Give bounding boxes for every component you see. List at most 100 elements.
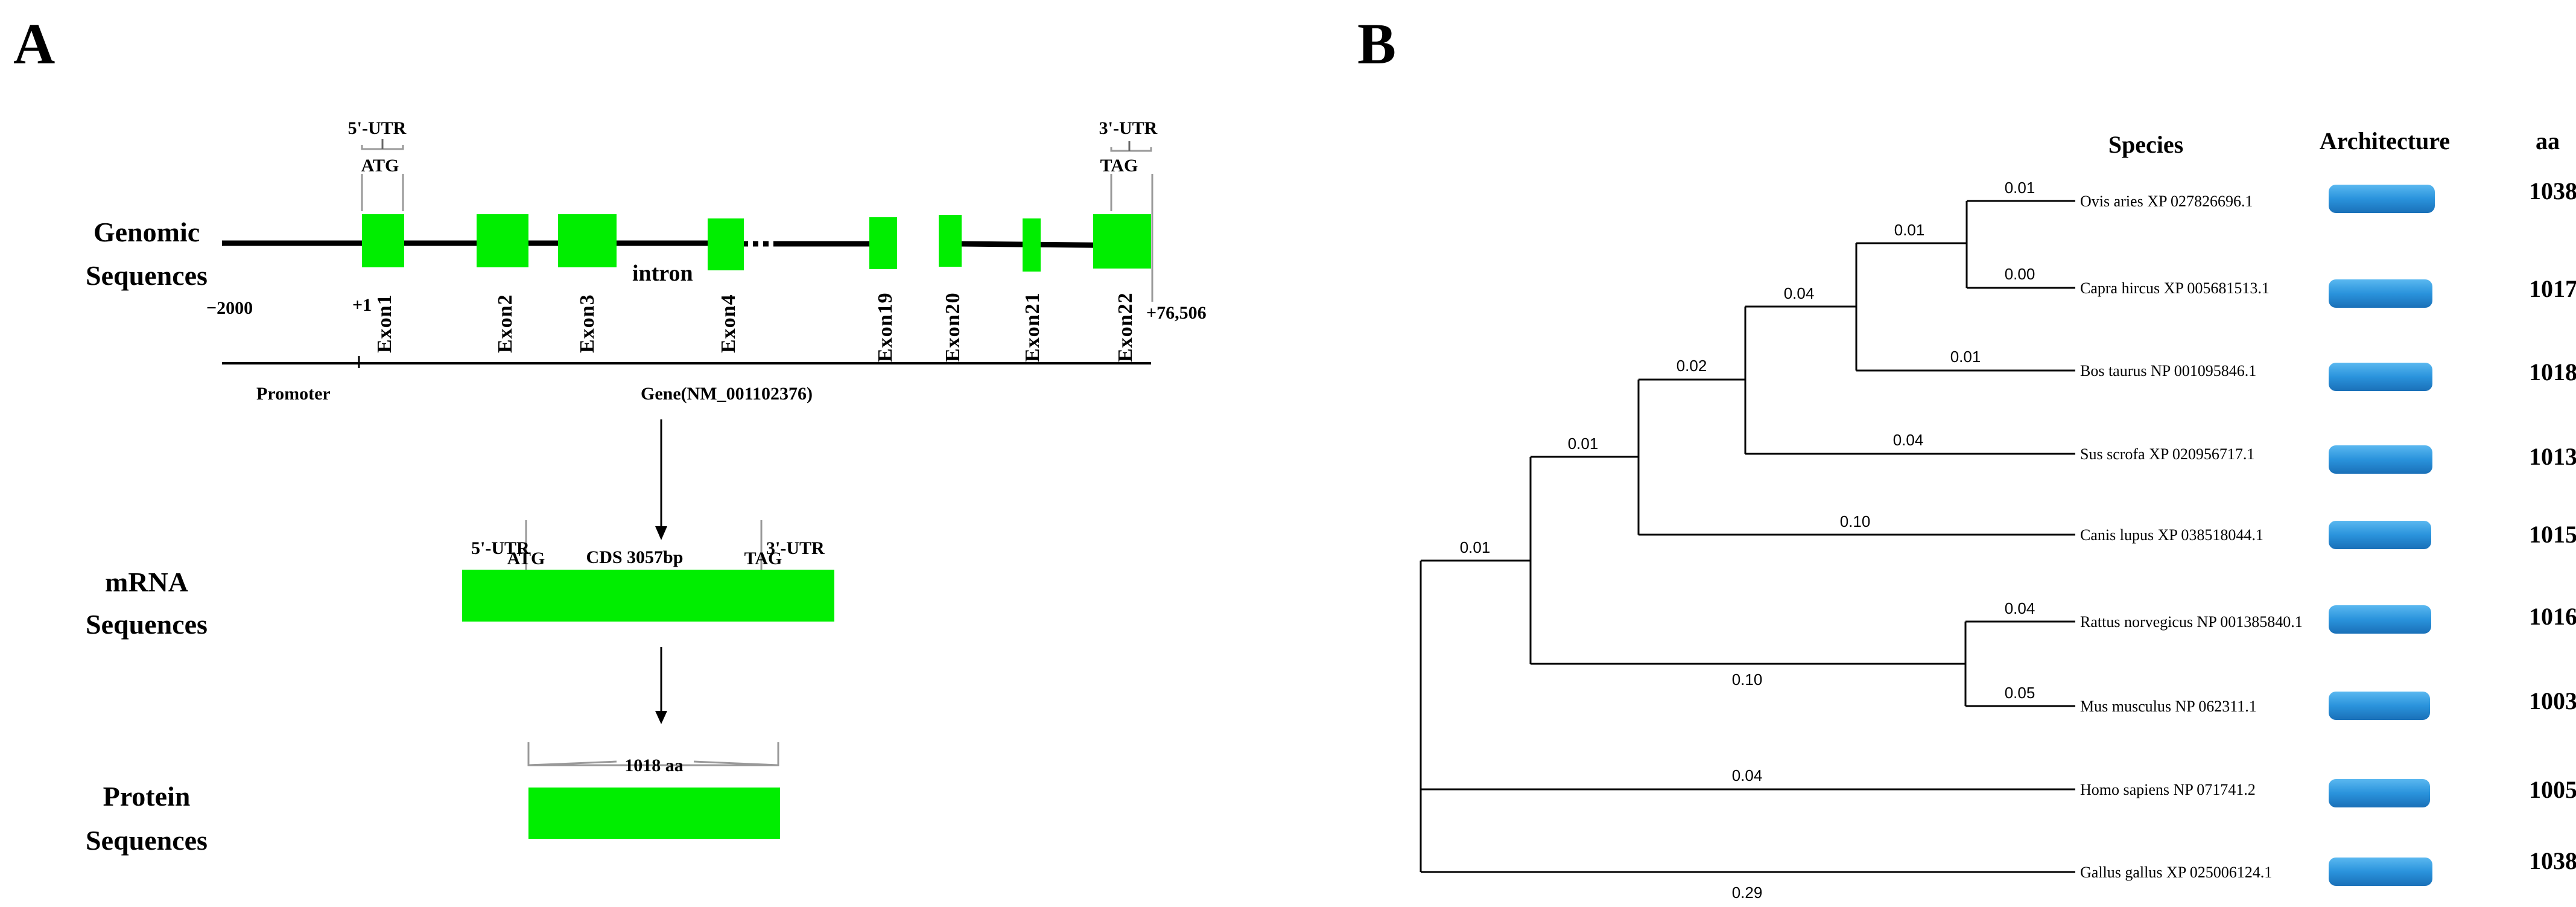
exon-label-20: Exon20: [942, 292, 964, 362]
mrna-atg-label: ATG: [507, 549, 545, 568]
protein-length-label: 1018 aa: [624, 756, 684, 775]
exon22-block: [1093, 214, 1151, 269]
exon21-block: [1023, 218, 1041, 272]
aa-capra: 1017: [2529, 275, 2576, 302]
species-canis: Canis lupus XP 038518044.1: [2080, 526, 2264, 544]
branch-homo: 0.04: [1732, 766, 1763, 784]
domain-sus: [2329, 445, 2432, 474]
species-homo: Homo sapiens NP 071741.2: [2080, 781, 2256, 798]
gene-scale: [222, 356, 1151, 368]
protein-bar: [528, 788, 780, 839]
branch-mammals: 0.01: [1460, 538, 1491, 556]
branch-sus: 0.04: [1893, 431, 1924, 449]
aa-header: aa: [2536, 127, 2560, 154]
species-mus: Mus musculus NP 062311.1: [2080, 698, 2257, 715]
domain-gallus: [2329, 858, 2432, 886]
aa-rattus: 1016: [2529, 603, 2576, 630]
genomic-label: Genomic Sequences: [86, 217, 208, 291]
exon3-block: [558, 214, 617, 267]
species-gallus: Gallus gallus XP 025006124.1: [2080, 864, 2272, 881]
promoter-label: Promoter: [256, 384, 331, 404]
species-ovis: Ovis aries XP 027826696.1: [2080, 193, 2253, 210]
aa-bos: 1018: [2529, 358, 2576, 386]
branch-laurasiatheria: 0.01: [1568, 434, 1599, 453]
mrna-utr3-label: 3'-UTR: [766, 538, 825, 558]
position-end: +76,506: [1146, 303, 1207, 323]
branch-artiodactyla: 0.02: [1677, 357, 1707, 375]
domain-capra: [2329, 279, 2432, 308]
aa-gallus: 1038: [2529, 847, 2576, 874]
exon4-block: [708, 218, 744, 270]
aa-canis: 1015: [2529, 521, 2576, 548]
panel-b-label: B: [1357, 11, 1396, 76]
branch-ovis-capra: 0.01: [1894, 221, 1925, 239]
phylo-tree: [1420, 200, 2075, 873]
branch-canis: 0.10: [1840, 512, 1871, 530]
arrow-mrna-to-protein: [655, 647, 667, 724]
branch-rodents: 0.10: [1732, 670, 1763, 689]
aa-mus: 1003: [2529, 687, 2576, 714]
mrna-label-line2: Sequences: [86, 609, 208, 640]
exon20-block: [939, 215, 962, 267]
branch-bos: 0.01: [1950, 348, 1981, 366]
exon-label-21: Exon21: [1021, 292, 1044, 362]
panel-a-label: A: [13, 11, 55, 76]
exon-label-2: Exon2: [494, 294, 516, 353]
species-header: Species: [2108, 131, 2183, 158]
domain-canis: [2329, 521, 2431, 549]
branch-bovids: 0.04: [1784, 284, 1815, 302]
arrow-gene-to-mrna: [655, 419, 667, 540]
exon-label-4: Exon4: [717, 294, 740, 353]
branch-gallus: 0.29: [1732, 883, 1763, 902]
architecture-bars: [2329, 185, 2435, 886]
branch-ovis: 0.01: [2005, 179, 2035, 197]
mrna-label: mRNA Sequences: [86, 567, 208, 640]
domain-bos: [2329, 363, 2432, 391]
branch-capra: 0.00: [2005, 265, 2035, 283]
aa-sus: 1013: [2529, 443, 2576, 470]
species-bos: Bos taurus NP 001095846.1: [2080, 362, 2256, 380]
domain-homo: [2329, 779, 2430, 807]
mrna-cds-label: CDS 3057bp: [586, 547, 684, 567]
position-start: −2000: [206, 298, 253, 318]
utr5-label: 5'-UTR: [348, 118, 407, 138]
exon19-block: [869, 217, 897, 269]
mrna-structure: [462, 520, 834, 622]
atg-label: ATG: [361, 156, 399, 176]
aa-homo: 1005: [2529, 776, 2576, 803]
protein-structure: [527, 742, 780, 839]
domain-rattus: [2329, 605, 2431, 634]
genomic-backbone: [222, 240, 1147, 249]
exon-label-19: Exon19: [874, 292, 896, 362]
intron-label: intron: [632, 261, 693, 286]
species-sus: Sus scrofa XP 020956717.1: [2080, 445, 2254, 463]
species-rattus: Rattus norvegicus NP 001385840.1: [2080, 613, 2303, 631]
branch-rattus: 0.04: [2005, 599, 2035, 617]
species-list: Ovis aries XP 027826696.1 Capra hircus X…: [2080, 193, 2303, 881]
utr3-label: 3'-UTR: [1099, 118, 1158, 138]
aa-ovis: 1038: [2529, 177, 2576, 205]
protein-label-line1: Protein: [103, 781, 191, 812]
mrna-tag-label: TAG: [744, 549, 782, 568]
architecture-header: Architecture: [2320, 127, 2450, 154]
exon1-block: [362, 214, 404, 267]
mrna-bar: [462, 570, 834, 622]
gene-label: Gene(NM_001102376): [641, 384, 813, 404]
species-capra: Capra hircus XP 005681513.1: [2080, 279, 2270, 297]
protein-label: Protein Sequences: [86, 781, 208, 856]
utr3-annotation: [1110, 141, 1153, 302]
mrna-label-line1: mRNA: [105, 567, 188, 597]
branch-lengths: 0.01 0.00 0.01 0.01 0.04 0.04 0.02 0.10 …: [1460, 179, 2035, 902]
tag-label: TAG: [1100, 156, 1138, 176]
aa-lengths: 1038 1017 1018 1013 1015 1016 1003 1005 …: [2529, 177, 2576, 874]
utr5-annotation: [361, 139, 404, 211]
genomic-label-line2: Sequences: [86, 260, 208, 291]
exon2-block: [477, 214, 528, 267]
genomic-label-line1: Genomic: [94, 217, 200, 247]
domain-mus: [2329, 692, 2430, 720]
exon-blocks: [362, 214, 1151, 272]
branch-mus: 0.05: [2005, 684, 2035, 702]
exon-label-1: Exon1: [373, 294, 396, 353]
position-plus1: +1: [352, 295, 372, 315]
